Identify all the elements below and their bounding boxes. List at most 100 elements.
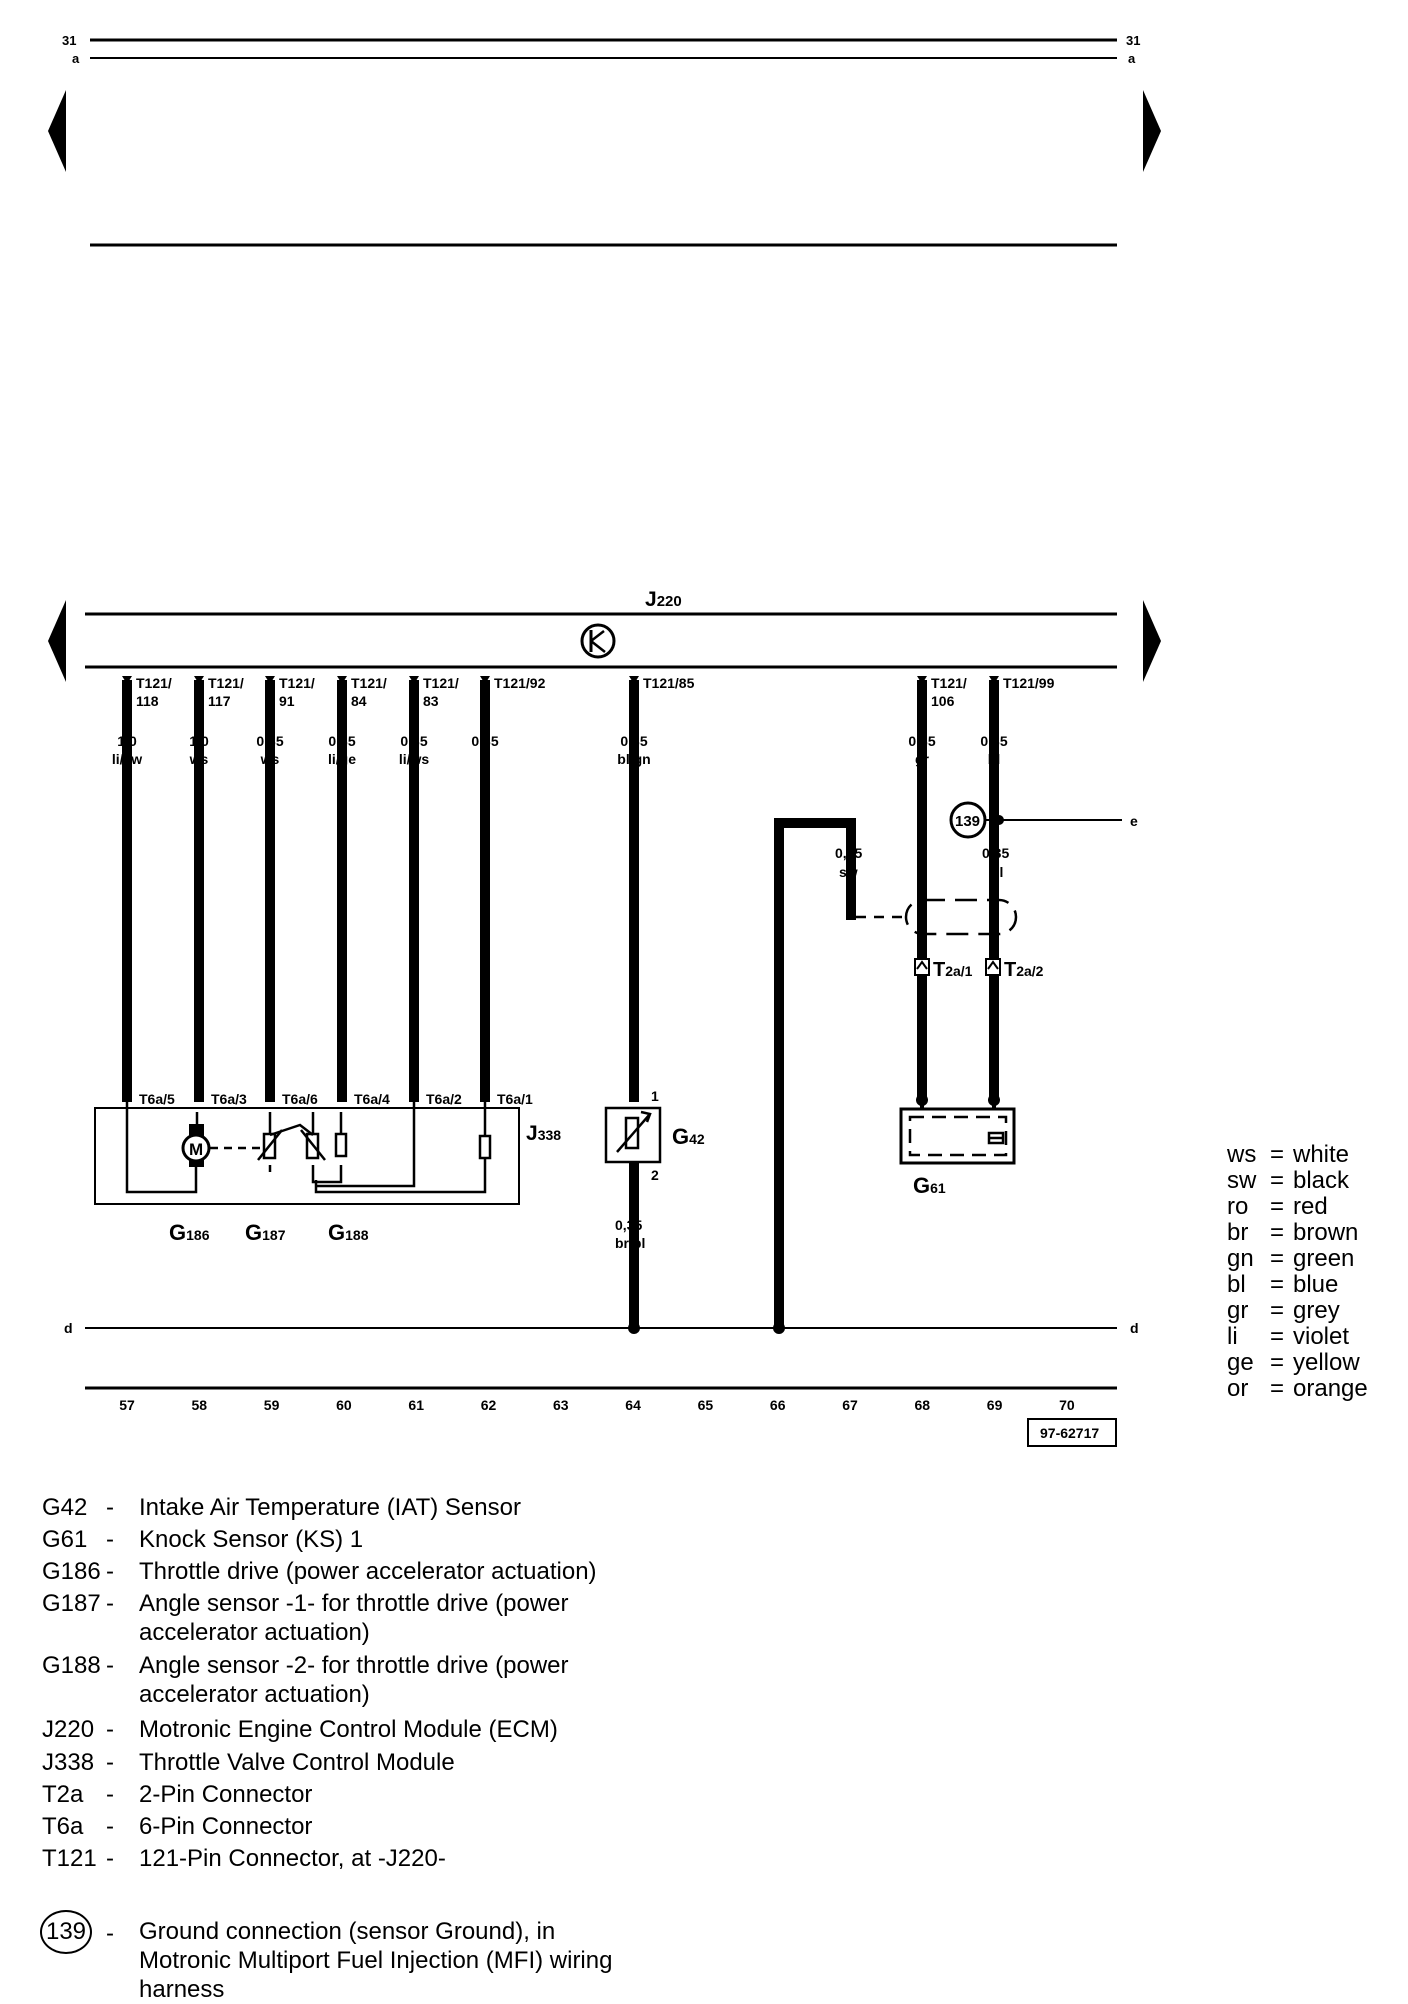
track-number: 58 <box>192 1397 208 1413</box>
ground-legend-line2: Motronic Multiport Fuel Injection (MFI) … <box>139 1947 613 1974</box>
color-code-abbr: li <box>1227 1323 1238 1350</box>
color-code-row: li=violet <box>1227 1324 1402 1350</box>
pin-arrow-2 <box>194 676 204 684</box>
wires <box>122 676 1000 1328</box>
color-code-row: ws=white <box>1227 1142 1402 1168</box>
legend-desc: Angle sensor -1- for throttle drive (pow… <box>139 1590 569 1617</box>
ground-track-e: e <box>1130 813 1138 829</box>
color-code-name: red <box>1293 1193 1328 1220</box>
t6a-arrow-4 <box>337 1092 347 1100</box>
pin-label-num-5: 83 <box>423 693 439 709</box>
legend-code: J220 <box>42 1716 95 1743</box>
shield-symbol <box>856 898 1018 936</box>
t6a-arrow-6 <box>480 1092 490 1100</box>
track-number: 57 <box>119 1397 135 1413</box>
color-code-name: blue <box>1293 1271 1339 1298</box>
g42-label: G42 <box>672 1124 705 1149</box>
wire-size-9: 0,35 <box>980 733 1007 749</box>
legend-desc: Motronic Engine Control Module (ECM) <box>139 1716 558 1743</box>
legend-desc-cont: accelerator actuation) <box>139 1681 370 1708</box>
track-right-sub: a <box>1128 51 1136 66</box>
t2a-connectors <box>914 958 1001 976</box>
wire-size-5: 0,35 <box>400 733 427 749</box>
color-code-row: gn=green <box>1227 1246 1402 1272</box>
legend-dash: - <box>106 1558 114 1585</box>
legend-code: T121 <box>42 1845 97 1872</box>
legend-desc: Angle sensor -2- for throttle drive (pow… <box>139 1652 569 1679</box>
legend-dash: - <box>106 1590 114 1617</box>
ground-node-64 <box>628 1322 640 1334</box>
g42-wire-color: br/bl <box>615 1235 645 1251</box>
pin-arrow-4 <box>337 676 347 684</box>
track-left-sub: a <box>72 51 80 66</box>
track-number: 64 <box>625 1397 641 1413</box>
legend-dash: - <box>106 1716 114 1743</box>
pin-label-num-1: 118 <box>136 693 159 709</box>
ground-legend-line3: harness <box>139 1976 225 2003</box>
color-code-row: ro=red <box>1227 1194 1402 1220</box>
page-prev-arrow-top <box>48 90 66 172</box>
wire-color-7: bl/gn <box>617 751 650 767</box>
track-right-top: 31 <box>1126 33 1140 48</box>
wire-size-3: 0,35 <box>256 733 283 749</box>
color-code-row: gr = grey <box>1227 1298 1402 1324</box>
shield-wire <box>774 818 856 1328</box>
legend-code: J338 <box>42 1749 95 1776</box>
t6a-arrow-5 <box>409 1092 419 1100</box>
wire-size-4: 0,35 <box>328 733 355 749</box>
wire-color-4: li/ge <box>328 751 356 767</box>
legend-code: G187 <box>42 1590 101 1617</box>
j338-box <box>94 1107 520 1205</box>
g187-label: G187 <box>245 1220 286 1245</box>
pin-label-2: T121/ <box>208 675 244 691</box>
track-number: 62 <box>481 1397 497 1413</box>
legend-dash: - <box>106 1781 114 1808</box>
color-code-abbr: sw <box>1227 1167 1257 1194</box>
ref-number: 97-62717 <box>1040 1425 1099 1441</box>
svg-text:M: M <box>189 1140 203 1159</box>
legend-code: T2a <box>42 1781 84 1808</box>
color-code-abbr: gn <box>1227 1245 1254 1272</box>
ground-node-66 <box>773 1322 785 1334</box>
transistor-icon <box>580 623 616 659</box>
legend-desc: 121-Pin Connector, at -J220- <box>139 1845 446 1872</box>
pin-label-num-8: 106 <box>931 693 955 709</box>
ground-legend-dash: - <box>106 1920 114 1947</box>
t6a-arrow-2 <box>194 1092 204 1100</box>
g42-wire-size: 0,35 <box>615 1217 642 1233</box>
ground-bl-color: bl <box>991 864 1003 880</box>
color-code-name: green <box>1293 1245 1355 1272</box>
wire-color-5: li/ws <box>399 751 430 767</box>
legend-dash: - <box>106 1749 114 1776</box>
color-code-equals: = <box>1270 1141 1285 1168</box>
page-prev-arrow <box>48 600 66 682</box>
pin-arrow-7 <box>629 676 639 684</box>
page-next-arrow <box>1143 600 1161 682</box>
track-number: 70 <box>1059 1397 1075 1413</box>
color-code-equals: = <box>1270 1297 1285 1324</box>
legend-code: G61 <box>42 1526 88 1553</box>
pin-arrow-6 <box>480 676 490 684</box>
t6a-arrow-3 <box>265 1092 275 1100</box>
pin-arrow-5 <box>409 676 419 684</box>
legend-dash: - <box>106 1813 114 1840</box>
g61-node-2 <box>988 1094 1000 1106</box>
color-code-name: orange <box>1293 1375 1368 1402</box>
wire-size-2: 1,0 <box>189 733 209 749</box>
t6a-label-5: T6a/2 <box>426 1091 462 1107</box>
color-code-abbr: gr <box>1227 1297 1249 1324</box>
ground-legend-line1: Ground connection (sensor Ground), in <box>139 1918 556 1945</box>
track-number: 60 <box>336 1397 352 1413</box>
g186-label: G186 <box>169 1220 210 1245</box>
color-code-equals: = <box>1270 1271 1285 1298</box>
legend-desc-cont: accelerator actuation) <box>139 1619 370 1646</box>
pin-label-6: T121/92 <box>494 675 546 691</box>
color-code-equals: = <box>1270 1349 1285 1376</box>
pin-label-num-3: 91 <box>279 693 295 709</box>
wire-color-1: li/sw <box>112 751 142 767</box>
color-code-name: grey <box>1293 1297 1340 1324</box>
pin-arrow-9 <box>989 676 999 684</box>
t6a-label-2: T6a/3 <box>211 1091 247 1107</box>
